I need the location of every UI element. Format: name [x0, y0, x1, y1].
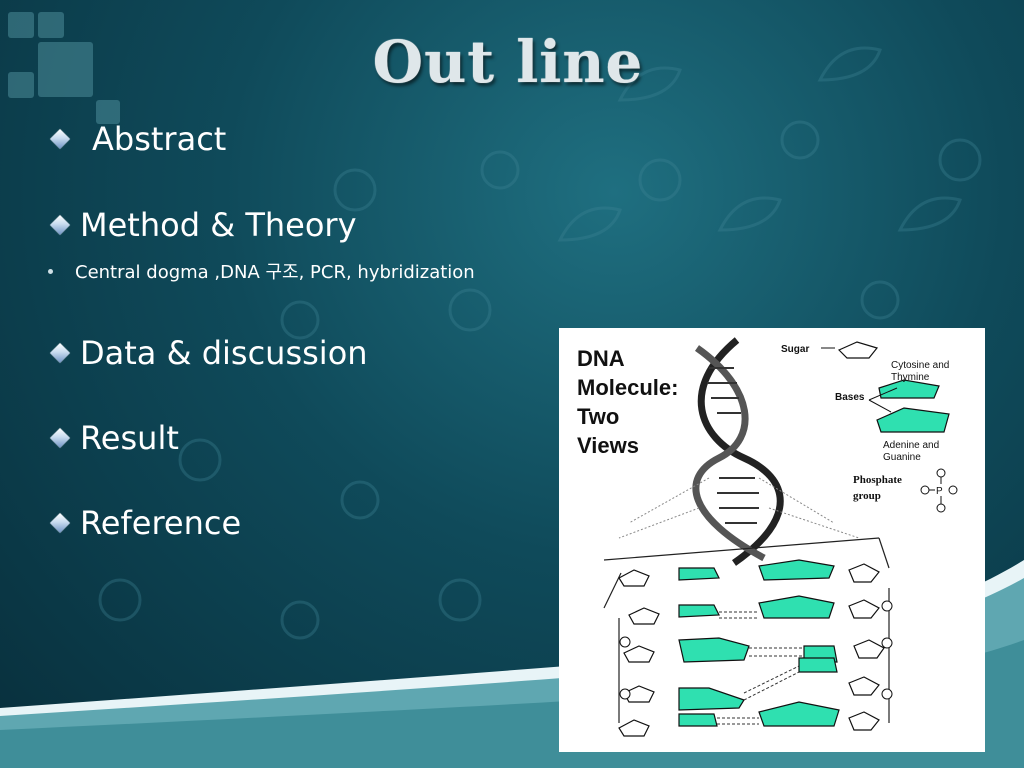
outline-item-label: Data & discussion — [80, 334, 368, 372]
adenine-label: Adenine and Guanine — [883, 440, 940, 463]
outline-item-abstract: Abstract — [50, 119, 226, 159]
outline-item-label: Reference — [80, 504, 242, 542]
outline-subitem: Central dogma ,DNA 구조, PCR, hybridizatio… — [46, 258, 475, 284]
dna-figure: P DNA Molecule: Two Views Sugar Cytosine… — [559, 328, 985, 752]
dna-diagram: P — [603, 337, 958, 737]
outline-item-label: Result — [80, 419, 179, 457]
base-pairs — [618, 559, 885, 737]
slide-title: Out line — [372, 28, 644, 96]
diamond-bullet-icon — [50, 343, 70, 363]
outline-item-reference: Reference — [50, 503, 241, 543]
phosphate-group-label: group — [853, 490, 881, 502]
base-legend-shape — [876, 407, 950, 433]
sugar-label: Sugar — [781, 344, 810, 355]
outline-item-result: Result — [50, 418, 179, 458]
decor-square — [96, 100, 120, 124]
sugar-legend-shape — [837, 341, 879, 359]
decor-square — [38, 42, 93, 97]
outline-item-method: Method & Theory — [50, 205, 357, 245]
phosphate-circles — [619, 600, 893, 700]
base-legend-shape — [878, 379, 940, 399]
outline-subitem-label: Central dogma ,DNA 구조, PCR, hybridizatio… — [75, 262, 475, 283]
decor-square — [8, 72, 34, 98]
figure-title: DNA Molecule: Two Views — [577, 346, 679, 458]
diamond-bullet-icon — [50, 428, 70, 448]
outline-item-data: Data & discussion — [50, 333, 368, 373]
diamond-bullet-icon — [50, 513, 70, 533]
outline-item-label: Method & Theory — [80, 206, 357, 244]
svg-text:P: P — [936, 486, 943, 497]
diamond-bullet-icon — [50, 215, 70, 235]
cytosine-label: Cytosine and Thymine — [891, 360, 950, 383]
dot-bullet-icon — [48, 268, 53, 274]
bases-label: Bases — [835, 392, 865, 403]
phosphate-label: Phosphate — [853, 474, 902, 486]
outline-item-label: Abstract — [92, 120, 227, 158]
decor-square — [8, 12, 34, 38]
phosphate-symbol: P — [920, 468, 958, 513]
diamond-bullet-icon — [50, 129, 70, 149]
decor-square — [38, 12, 64, 38]
double-helix — [692, 337, 784, 566]
